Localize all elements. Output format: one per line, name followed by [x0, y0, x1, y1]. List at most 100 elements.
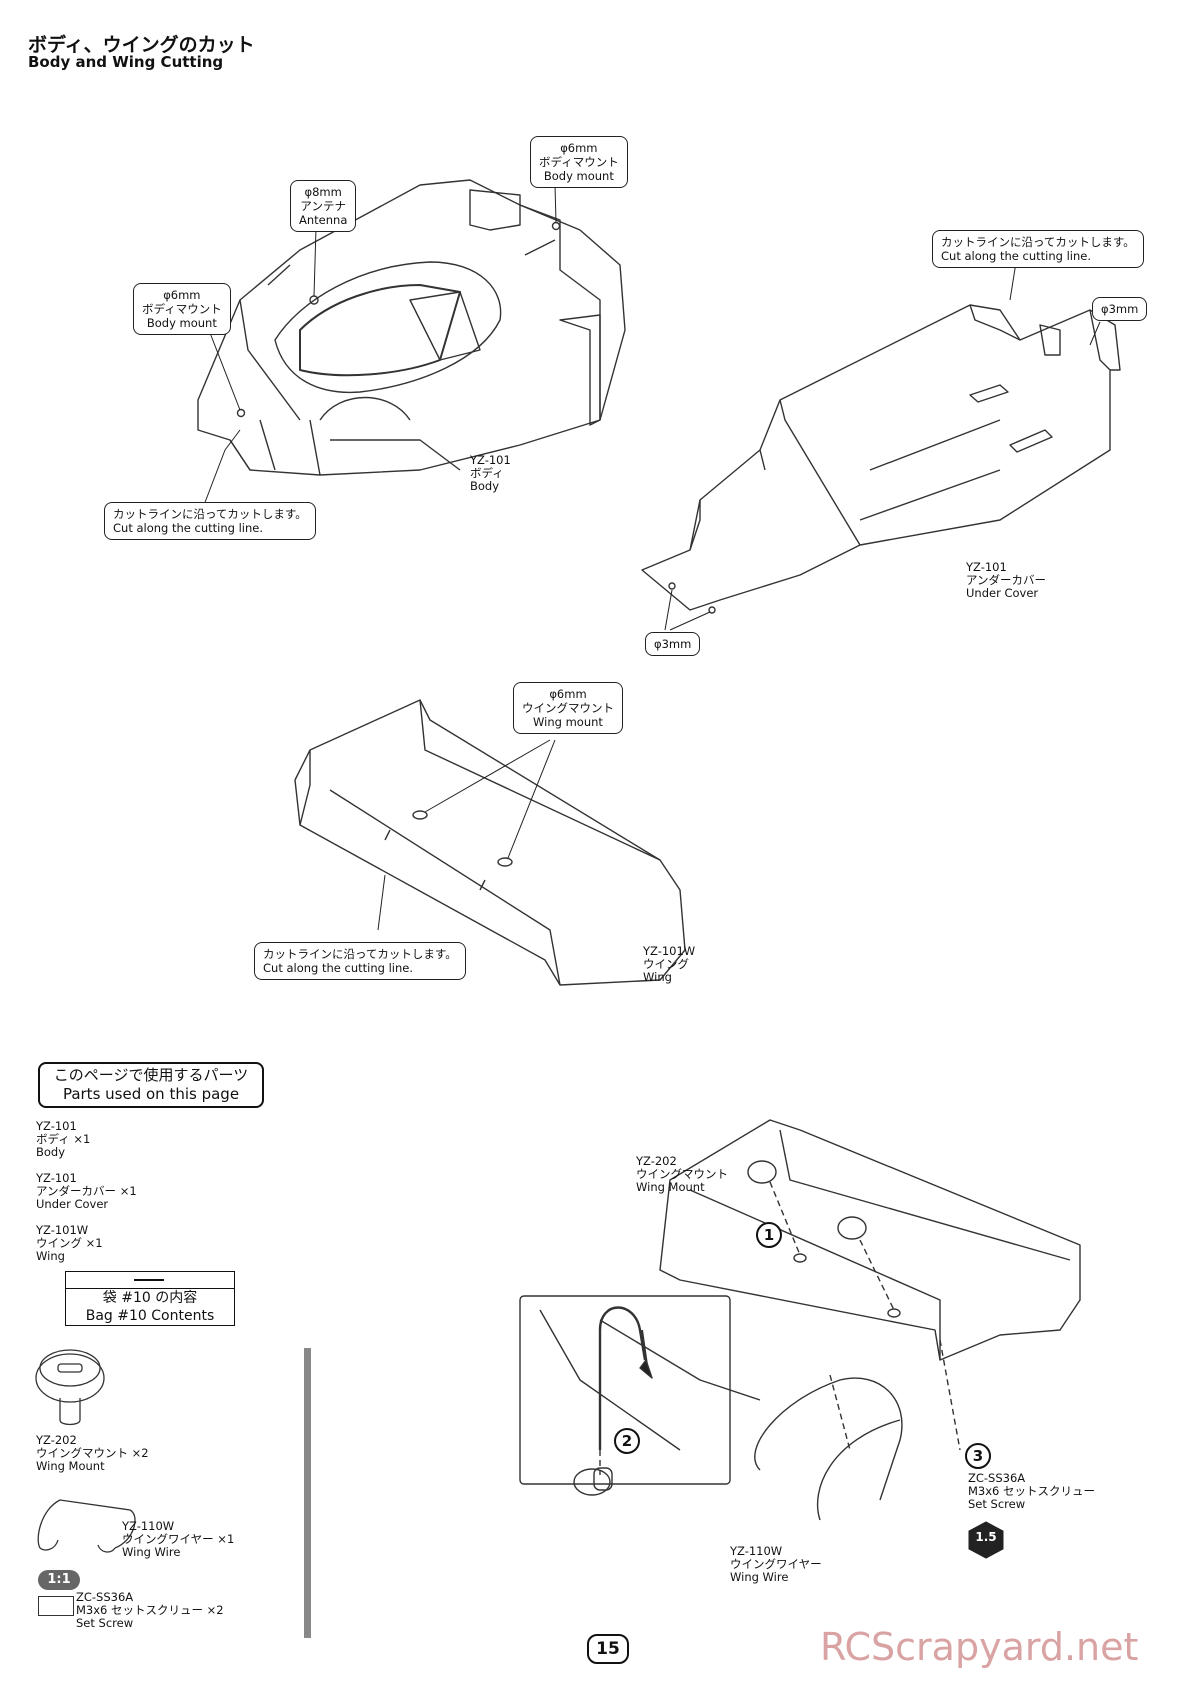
part-name-en: Set Screw: [76, 1616, 134, 1630]
part-name-en: Body: [36, 1145, 66, 1159]
callout-text: Antenna: [299, 213, 348, 227]
callout-text: Cut along the cutting line.: [263, 961, 414, 975]
callout-text: φ3mm: [1101, 302, 1139, 316]
callout-text: カットラインに沿ってカットします。: [263, 947, 457, 961]
part-code: ZC-SS36A: [968, 1471, 1026, 1485]
parts-used-heading: このページで使用するパーツ Parts used on this page: [38, 1062, 264, 1108]
part-name-en: Under Cover: [36, 1197, 109, 1211]
part-code: YZ-101W: [643, 944, 696, 958]
callout-text: φ6mm: [560, 141, 598, 155]
callout-text: φ8mm: [304, 185, 342, 199]
part-name-jp: ウイングマウント ×2: [36, 1446, 149, 1460]
part-code: ZC-SS36A: [76, 1590, 134, 1604]
assembly-wing-drawing: [659, 1119, 1081, 1521]
part-name-en: Set Screw: [968, 1497, 1026, 1511]
callout-antenna: φ8mm アンテナ Antenna: [290, 180, 357, 232]
step-number: 3: [965, 1443, 991, 1469]
wing-wire-icon: [37, 1499, 136, 1553]
callout-wing-mount: φ6mm ウイングマウント Wing mount: [513, 682, 623, 734]
page-title-jp: ボディ、ウイングのカット: [28, 34, 255, 56]
part-name-jp: ボディ ×1: [36, 1132, 91, 1146]
callout-text: Body mount: [146, 316, 217, 330]
bag-box-bar: [66, 1272, 234, 1289]
callout-text: ボディマウント: [142, 302, 222, 316]
wing-drawing: [294, 699, 686, 986]
callout-text: Cut along the cutting line.: [941, 249, 1092, 263]
part-code: YZ-110W: [122, 1519, 175, 1533]
callout-hole-bottom: φ3mm: [645, 632, 701, 656]
callout-text: ボディマウント: [539, 155, 619, 169]
callout-text: φ6mm: [163, 288, 201, 302]
scale-badge: 1:1: [38, 1570, 80, 1590]
part-name-en: Wing Wire: [730, 1570, 789, 1584]
assembly-wing-mount-label: YZ-202 ウイングマウント Wing Mount: [636, 1155, 728, 1194]
part-name-jp: アンダーカバー: [966, 573, 1047, 587]
assembly-set-screw-label: ZC-SS36A M3x6 セットスクリュー Set Screw: [968, 1472, 1095, 1511]
callout-text: ウイングマウント: [522, 701, 614, 715]
body-shell-drawing: [197, 179, 626, 476]
callout-body-cut: カットラインに沿ってカットします。 Cut along the cutting …: [104, 502, 316, 540]
hex-wrench-size: 1.5: [975, 1530, 997, 1544]
part-code: YZ-101W: [36, 1223, 89, 1237]
part-code: YZ-202: [636, 1154, 677, 1168]
part-name-en: Wing Wire: [122, 1545, 181, 1559]
part-name-jp: ウイングワイヤー ×1: [122, 1532, 235, 1546]
part-name-en: Wing Mount: [636, 1180, 705, 1194]
part-code: YZ-101: [36, 1119, 77, 1133]
bag-heading-jp: 袋 #10 の内容: [102, 1290, 198, 1306]
part-name-jp: ウイングワイヤー: [730, 1557, 822, 1571]
callout-text: φ3mm: [654, 637, 692, 651]
part-name-en: Body: [470, 479, 500, 493]
wing-part-label: YZ-101W ウイング Wing: [643, 945, 695, 984]
step-number: 2: [614, 1428, 640, 1454]
part-name-en: Wing: [643, 970, 672, 984]
part-name-en: Wing Mount: [36, 1459, 105, 1473]
step-number: 1: [756, 1222, 782, 1248]
callout-text: Body mount: [543, 169, 614, 183]
part-code: YZ-101: [470, 453, 511, 467]
bag-item-wing-mount: YZ-202 ウイングマウント ×2 Wing Mount: [36, 1434, 149, 1473]
part-name-jp: ウイング: [643, 957, 689, 971]
callout-under-cover-cut: カットラインに沿ってカットします。 Cut along the cutting …: [932, 230, 1144, 268]
assembly-wing-wire-label: YZ-110W ウイングワイヤー Wing Wire: [730, 1545, 822, 1584]
part-name-jp: ウイングマウント: [636, 1167, 728, 1181]
part-name-jp: ウイング ×1: [36, 1236, 103, 1250]
callout-body-mount-top: φ6mm ボディマウント Body mount: [530, 136, 628, 188]
callout-text: φ6mm: [549, 687, 587, 701]
under-cover-part-label: YZ-101 アンダーカバー Under Cover: [966, 561, 1046, 600]
callout-text: アンテナ: [300, 199, 346, 213]
bag-item-wing-wire: YZ-110W ウイングワイヤー ×1 Wing Wire: [122, 1520, 234, 1559]
under-cover-drawing: [641, 304, 1121, 614]
part-code: YZ-101: [966, 560, 1007, 574]
parts-heading-en: Parts used on this page: [62, 1085, 240, 1103]
parts-heading-jp: このページで使用するパーツ: [53, 1066, 249, 1084]
callout-text: Cut along the cutting line.: [113, 521, 264, 535]
page-number: 15: [587, 1634, 629, 1664]
parts-list-item: YZ-101W ウイング ×1 Wing: [36, 1224, 103, 1263]
divider-bar: [304, 1348, 311, 1638]
callout-wing-cut: カットラインに沿ってカットします。 Cut along the cutting …: [254, 942, 466, 980]
bag-contents-box: 袋 #10 の内容 Bag #10 Contents: [65, 1271, 235, 1326]
part-name-jp: ボディ: [470, 466, 504, 480]
bag-heading-en: Bag #10 Contents: [85, 1308, 215, 1324]
wing-mount-icon: [35, 1353, 105, 1403]
callout-body-mount-left: φ6mm ボディマウント Body mount: [133, 283, 231, 335]
callout-hole-top: φ3mm: [1092, 297, 1148, 321]
hex-wrench-icon: [968, 1521, 1004, 1559]
callout-text: カットラインに沿ってカットします。: [941, 235, 1135, 249]
part-name-jp: M3x6 セットスクリュー ×2: [76, 1603, 224, 1617]
part-code: YZ-202: [36, 1433, 77, 1447]
part-code: YZ-110W: [730, 1544, 783, 1558]
parts-list-item: YZ-101 アンダーカバー ×1 Under Cover: [36, 1172, 137, 1211]
watermark: RCScrapyard.net: [820, 1625, 1139, 1669]
part-code: YZ-101: [36, 1171, 77, 1185]
part-name-jp: アンダーカバー ×1: [36, 1184, 137, 1198]
part-name-en: Wing: [36, 1249, 65, 1263]
callout-text: Wing mount: [533, 715, 603, 729]
parts-list-item: YZ-101 ボディ ×1 Body: [36, 1120, 90, 1159]
body-part-label: YZ-101 ボディ Body: [470, 454, 511, 493]
part-name-en: Under Cover: [966, 586, 1039, 600]
